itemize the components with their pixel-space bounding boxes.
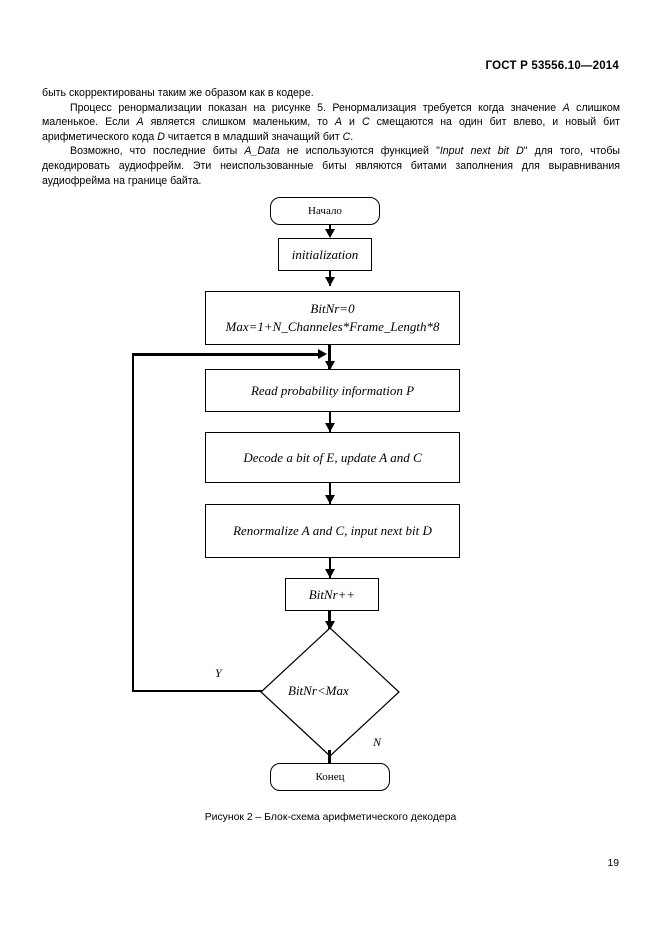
emphasis-text: A: [334, 116, 342, 129]
node-read-probability: Read probability information P: [205, 369, 460, 412]
page-header: ГОСТ Р 53556.10—2014: [485, 60, 619, 72]
node-increment-label: BitNr++: [308, 586, 356, 602]
emphasis-text: C: [361, 116, 370, 129]
plain-text: " для того, чтобы декодировать аудиофрей…: [42, 145, 620, 187]
emphasis-text: Input next bit D: [439, 145, 524, 158]
plain-text: не используются функцией ": [279, 145, 440, 158]
node-condition-label: BitNr<Max: [288, 683, 349, 698]
arrowhead-init-to-setvars: [325, 277, 335, 286]
edge-setvars-to-readprob: [328, 345, 331, 369]
node-read-probability-label: Read probability information P: [250, 382, 415, 398]
node-set-variables: BitNr=0 Max=1+N_Channeles*Frame_Length*8: [205, 291, 460, 345]
node-renormalize-label: Renormalize A and C, input next bit D: [233, 523, 432, 539]
plain-text: .: [350, 130, 354, 143]
body-text: быть скорректированы таким же образом ка…: [42, 86, 620, 188]
plain-text: слишком маленькое. Если: [42, 101, 620, 129]
emphasis-text: A_Data: [244, 145, 280, 158]
arrowhead-decode-to-renormalize: [325, 495, 335, 504]
emphasis-text: D: [157, 130, 165, 143]
loop-back-vertical: [132, 353, 134, 692]
arrowhead-start-to-init: [325, 229, 335, 238]
node-set-variables-line1: BitNr=0: [310, 301, 355, 317]
plain-text: Процесс ренормализации показан на рисунк…: [70, 101, 563, 114]
node-end: Конец: [270, 763, 390, 791]
figure-caption: Рисунок 2 – Блок-схема арифметического д…: [204, 812, 457, 823]
node-set-variables-line2: Max=1+N_Channeles*Frame_Length*8: [225, 319, 440, 334]
edge-condition-to-end: [328, 750, 331, 773]
edge-decode-to-renormalize: [329, 483, 331, 504]
arrowhead-renormalize-to-increment: [325, 569, 335, 578]
node-start-label: Начало: [308, 204, 342, 217]
plain-text: и: [341, 116, 362, 129]
node-decode-bit-label: Decode a bit of E, update A and C: [243, 449, 422, 465]
emphasis-text: A: [562, 101, 570, 114]
flowchart-diagram: Начало initialization BitNr=0 Max=1+N_Ch…: [0, 185, 661, 791]
node-start: Начало: [270, 197, 380, 225]
plain-text: быть скорректированы таким же образом ка…: [42, 87, 314, 99]
branch-label-yes: Y: [215, 666, 222, 680]
plain-text: смещаются на один бит влево, и новый бит…: [42, 116, 620, 143]
branch-label-no: N: [373, 735, 382, 749]
plain-text: является слишком маленьким, то: [143, 116, 335, 129]
plain-text: читается в младший значащий бит: [164, 130, 343, 143]
edge-renormalize-to-increment: [329, 558, 331, 578]
loop-back-horizontal-top: [132, 353, 324, 357]
body-paragraph: Процесс ренормализации показан на рисунк…: [42, 101, 620, 145]
page-number: 19: [607, 858, 619, 869]
node-increment: BitNr++: [285, 578, 379, 611]
emphasis-text: C: [342, 130, 351, 143]
edge-readprob-to-decode: [329, 412, 331, 432]
node-renormalize: Renormalize A and C, input next bit D: [205, 504, 460, 558]
edge-increment-to-condition: [328, 611, 331, 629]
body-paragraph: Возможно, что последние биты A_Data не и…: [42, 144, 620, 188]
node-initialization: initialization: [278, 238, 372, 271]
node-end-label: Конец: [315, 770, 345, 783]
loop-back-horizontal-bottom: [132, 690, 262, 692]
body-paragraph: быть скорректированы таким же образом ка…: [42, 86, 620, 101]
arrowhead-loop-back: [318, 349, 327, 359]
plain-text: Возможно, что последние биты: [70, 145, 245, 158]
arrowhead-increment-to-condition: [325, 621, 335, 630]
node-initialization-label: initialization: [291, 246, 359, 262]
emphasis-text: A: [136, 116, 144, 129]
node-decode-bit: Decode a bit of E, update A and C: [205, 432, 460, 483]
arrowhead-readprob-to-decode: [325, 423, 335, 432]
arrowhead-setvars-to-readprob: [325, 361, 335, 370]
